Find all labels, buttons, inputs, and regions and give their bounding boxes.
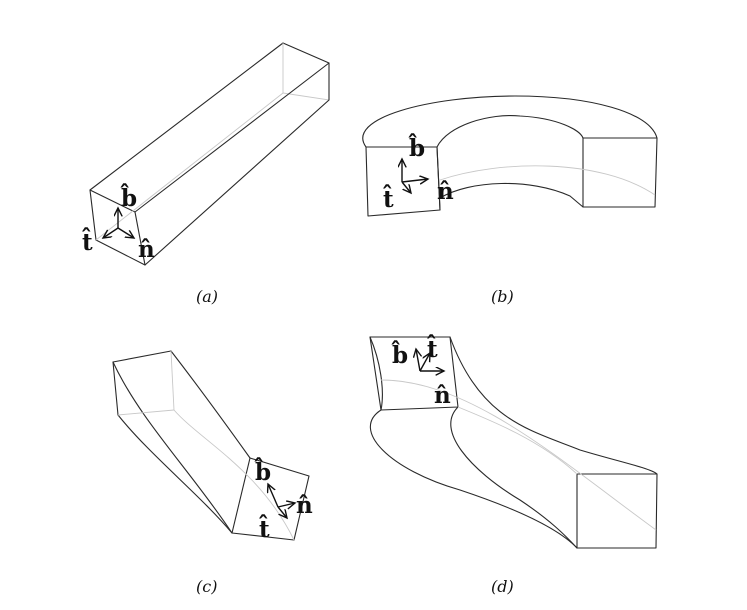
frenet-frame-d (416, 349, 444, 371)
frenet-frame-b (402, 159, 428, 193)
label-b-hat: b̂ (408, 134, 425, 162)
label-t-hat: t̂ (427, 335, 438, 363)
caption-a: (a) (196, 287, 218, 306)
label-t-hat: t̂ (383, 185, 394, 213)
twisted-prism (112, 350, 310, 541)
label-n-hat: n̂ (437, 178, 454, 205)
caption-b: (b) (491, 287, 514, 306)
label-t-hat: t̂ (82, 228, 93, 256)
panel-d: b̂ t̂ n̂ (d) (369, 335, 658, 596)
panel-c: b̂ t̂ n̂ (c) (112, 350, 313, 596)
straight-prism (89, 42, 330, 266)
label-n-hat: n̂ (138, 236, 155, 263)
label-b-hat: b̂ (391, 341, 408, 369)
twisted-curved-prism (369, 336, 658, 549)
label-b-hat: b̂ (120, 184, 137, 212)
annular-prism (362, 95, 658, 217)
label-n-hat: n̂ (434, 382, 451, 409)
label-t-hat: t̂ (259, 515, 270, 543)
caption-c: (c) (196, 577, 217, 596)
label-b-hat: b̂ (254, 458, 271, 486)
panel-b: b̂ t̂ n̂ (b) (362, 95, 658, 306)
frenet-frame-c (268, 484, 295, 518)
label-n-hat: n̂ (296, 492, 313, 519)
frenet-frame-a (103, 208, 134, 238)
caption-d: (d) (491, 577, 514, 596)
panel-a: b̂ t̂ n̂ (a) (82, 42, 330, 306)
